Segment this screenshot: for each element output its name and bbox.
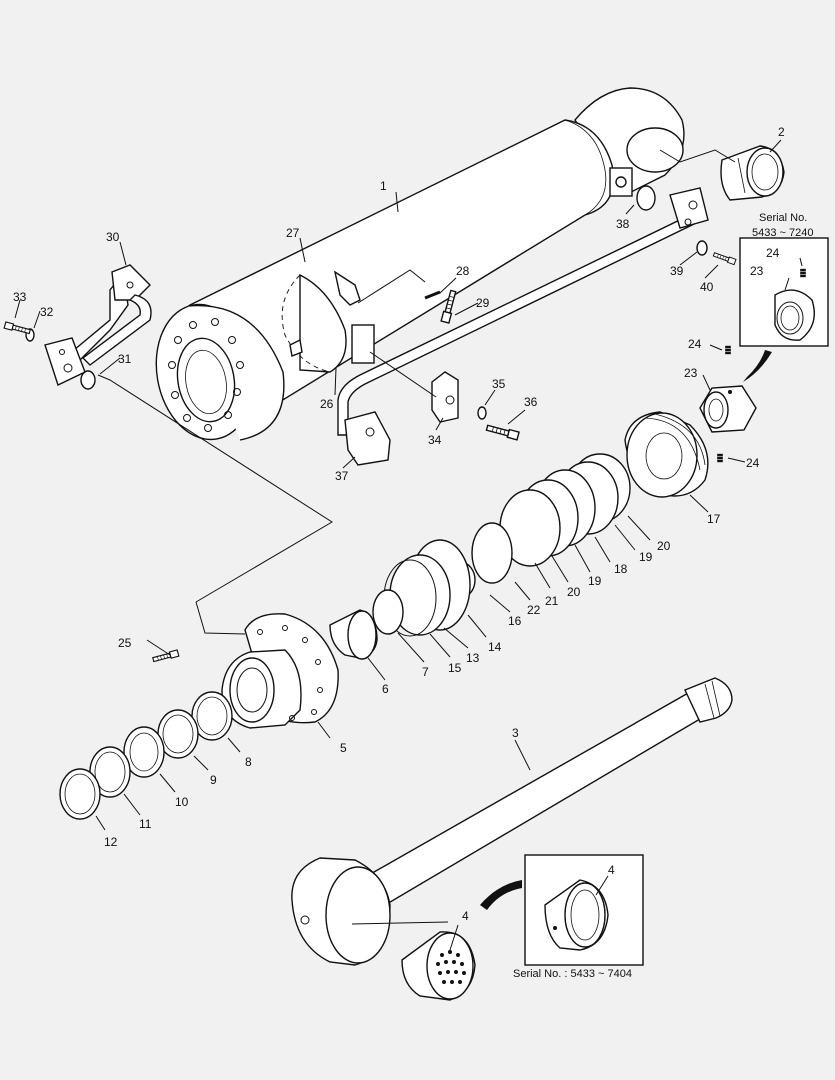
bushing-6 [329, 609, 378, 660]
label-13: 13 [466, 651, 480, 665]
label-36: 36 [524, 395, 538, 409]
serial-caption-bottom: Serial No. : 5433 ~ 7404 [513, 968, 632, 980]
rings-13-16 [383, 539, 476, 637]
washer-39 [696, 240, 708, 256]
label-35: 35 [492, 377, 506, 391]
serial-captions: Serial No. 5433 ~ 7240 Serial No. : 5433… [513, 212, 813, 980]
label-4a: 4 [462, 909, 469, 923]
bushing-2 [720, 145, 785, 201]
label-24c: 24 [766, 246, 780, 260]
label-20b: 20 [657, 539, 671, 553]
label-12: 12 [104, 835, 118, 849]
label-40: 40 [700, 280, 714, 294]
serial-inset-bushing [524, 854, 644, 966]
label-29: 29 [476, 296, 490, 310]
washer-35 [477, 406, 487, 420]
label-5: 5 [340, 741, 347, 755]
inset-arrow-top [743, 350, 772, 382]
label-39: 39 [670, 264, 684, 278]
label-38: 38 [616, 217, 630, 231]
leader-lines [14, 139, 803, 951]
label-31: 31 [118, 352, 132, 366]
label-27: 27 [286, 226, 300, 240]
label-30: 30 [106, 230, 120, 244]
label-2: 2 [778, 125, 785, 139]
label-4b: 4 [608, 863, 615, 877]
pipe-30 [61, 264, 152, 372]
label-25: 25 [118, 636, 132, 650]
label-9: 9 [210, 773, 217, 787]
ring-7 [372, 589, 404, 635]
label-24b: 24 [746, 456, 760, 470]
label-26: 26 [320, 397, 334, 411]
label-17: 17 [707, 512, 721, 526]
label-8: 8 [245, 755, 252, 769]
piston-17 [624, 411, 709, 498]
rings-18-22 [471, 453, 631, 584]
label-22: 22 [527, 603, 541, 617]
label-10: 10 [175, 795, 189, 809]
bolt-36 [485, 423, 520, 441]
clamp-block-37 [344, 411, 391, 466]
serial-caption-top-line2: 5433 ~ 7240 [752, 227, 813, 239]
seals-8-12 [59, 691, 233, 820]
label-20a: 20 [567, 585, 581, 599]
gland-5 [221, 613, 339, 729]
label-1: 1 [380, 179, 387, 193]
part-labels: 1 2 3 4 4 5 6 7 8 9 10 11 12 13 14 15 16… [13, 125, 785, 923]
o-ring-31 [80, 370, 96, 390]
set-screw-24b [716, 453, 724, 463]
cylinder-pipe-right [337, 187, 709, 436]
serial-caption-top-line1: Serial No. [759, 212, 807, 224]
o-ring-38 [636, 185, 656, 211]
label-21: 21 [545, 594, 559, 608]
label-3: 3 [512, 726, 519, 740]
label-19a: 19 [588, 574, 602, 588]
set-screw-24a [724, 345, 732, 355]
label-7: 7 [422, 665, 429, 679]
inset-arrow-bottom [480, 880, 522, 910]
bushing-4 [401, 931, 476, 1001]
label-23b: 23 [750, 264, 764, 278]
label-16: 16 [508, 614, 522, 628]
label-15: 15 [448, 661, 462, 675]
label-37: 37 [335, 469, 349, 483]
piston-rod-3 [291, 677, 733, 966]
label-33: 33 [13, 290, 27, 304]
bolt-40 [712, 251, 737, 266]
label-14: 14 [488, 640, 502, 654]
label-18: 18 [614, 562, 628, 576]
piston-nut-23 [699, 385, 757, 433]
label-11: 11 [139, 817, 152, 831]
bolt-33 [3, 321, 32, 336]
label-6: 6 [382, 682, 389, 696]
pin-28 [424, 290, 441, 300]
label-28: 28 [456, 264, 470, 278]
label-24a: 24 [688, 337, 702, 351]
label-23a: 23 [684, 366, 698, 380]
pipe-clamp-34 [431, 371, 459, 423]
serial-inset-nut [739, 237, 829, 347]
label-32: 32 [40, 305, 54, 319]
label-19b: 19 [639, 550, 653, 564]
label-34: 34 [428, 433, 442, 447]
cylinder-tube [155, 87, 685, 441]
